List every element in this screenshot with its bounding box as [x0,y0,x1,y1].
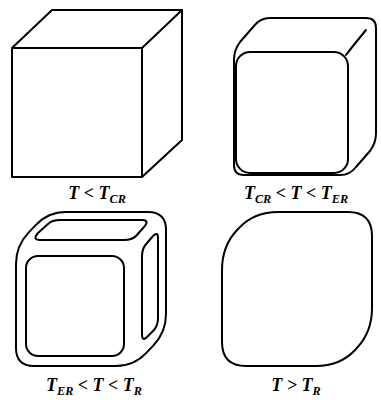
temperature-label: T < TCR [68,183,126,205]
temperature-label: TER < T < TR [46,375,142,397]
rounded-cube [234,18,376,175]
subscript: R [134,384,142,398]
cube-top-face [12,10,182,48]
subscript: R [313,384,321,398]
cube-outline [16,212,166,366]
cube-edge [346,30,366,55]
subscript: ER [332,192,348,206]
subscript: ER [57,384,73,398]
temperature-label: TCR < T < TER [244,183,348,205]
cube-right-face [142,10,182,177]
top-facet [35,220,146,240]
sharp-cube [12,10,182,177]
right-facet [142,234,158,339]
rounded-crystal [222,212,372,366]
crystal-outline [222,212,372,366]
cube-front-face [236,52,348,173]
cube-front-face [12,48,142,177]
temperature-label: T > TR [271,375,320,397]
faceted-cube [16,212,166,366]
cube-outline [234,18,376,175]
subscript: CR [255,192,271,206]
subscript: CR [109,192,125,206]
front-facet [26,256,124,356]
